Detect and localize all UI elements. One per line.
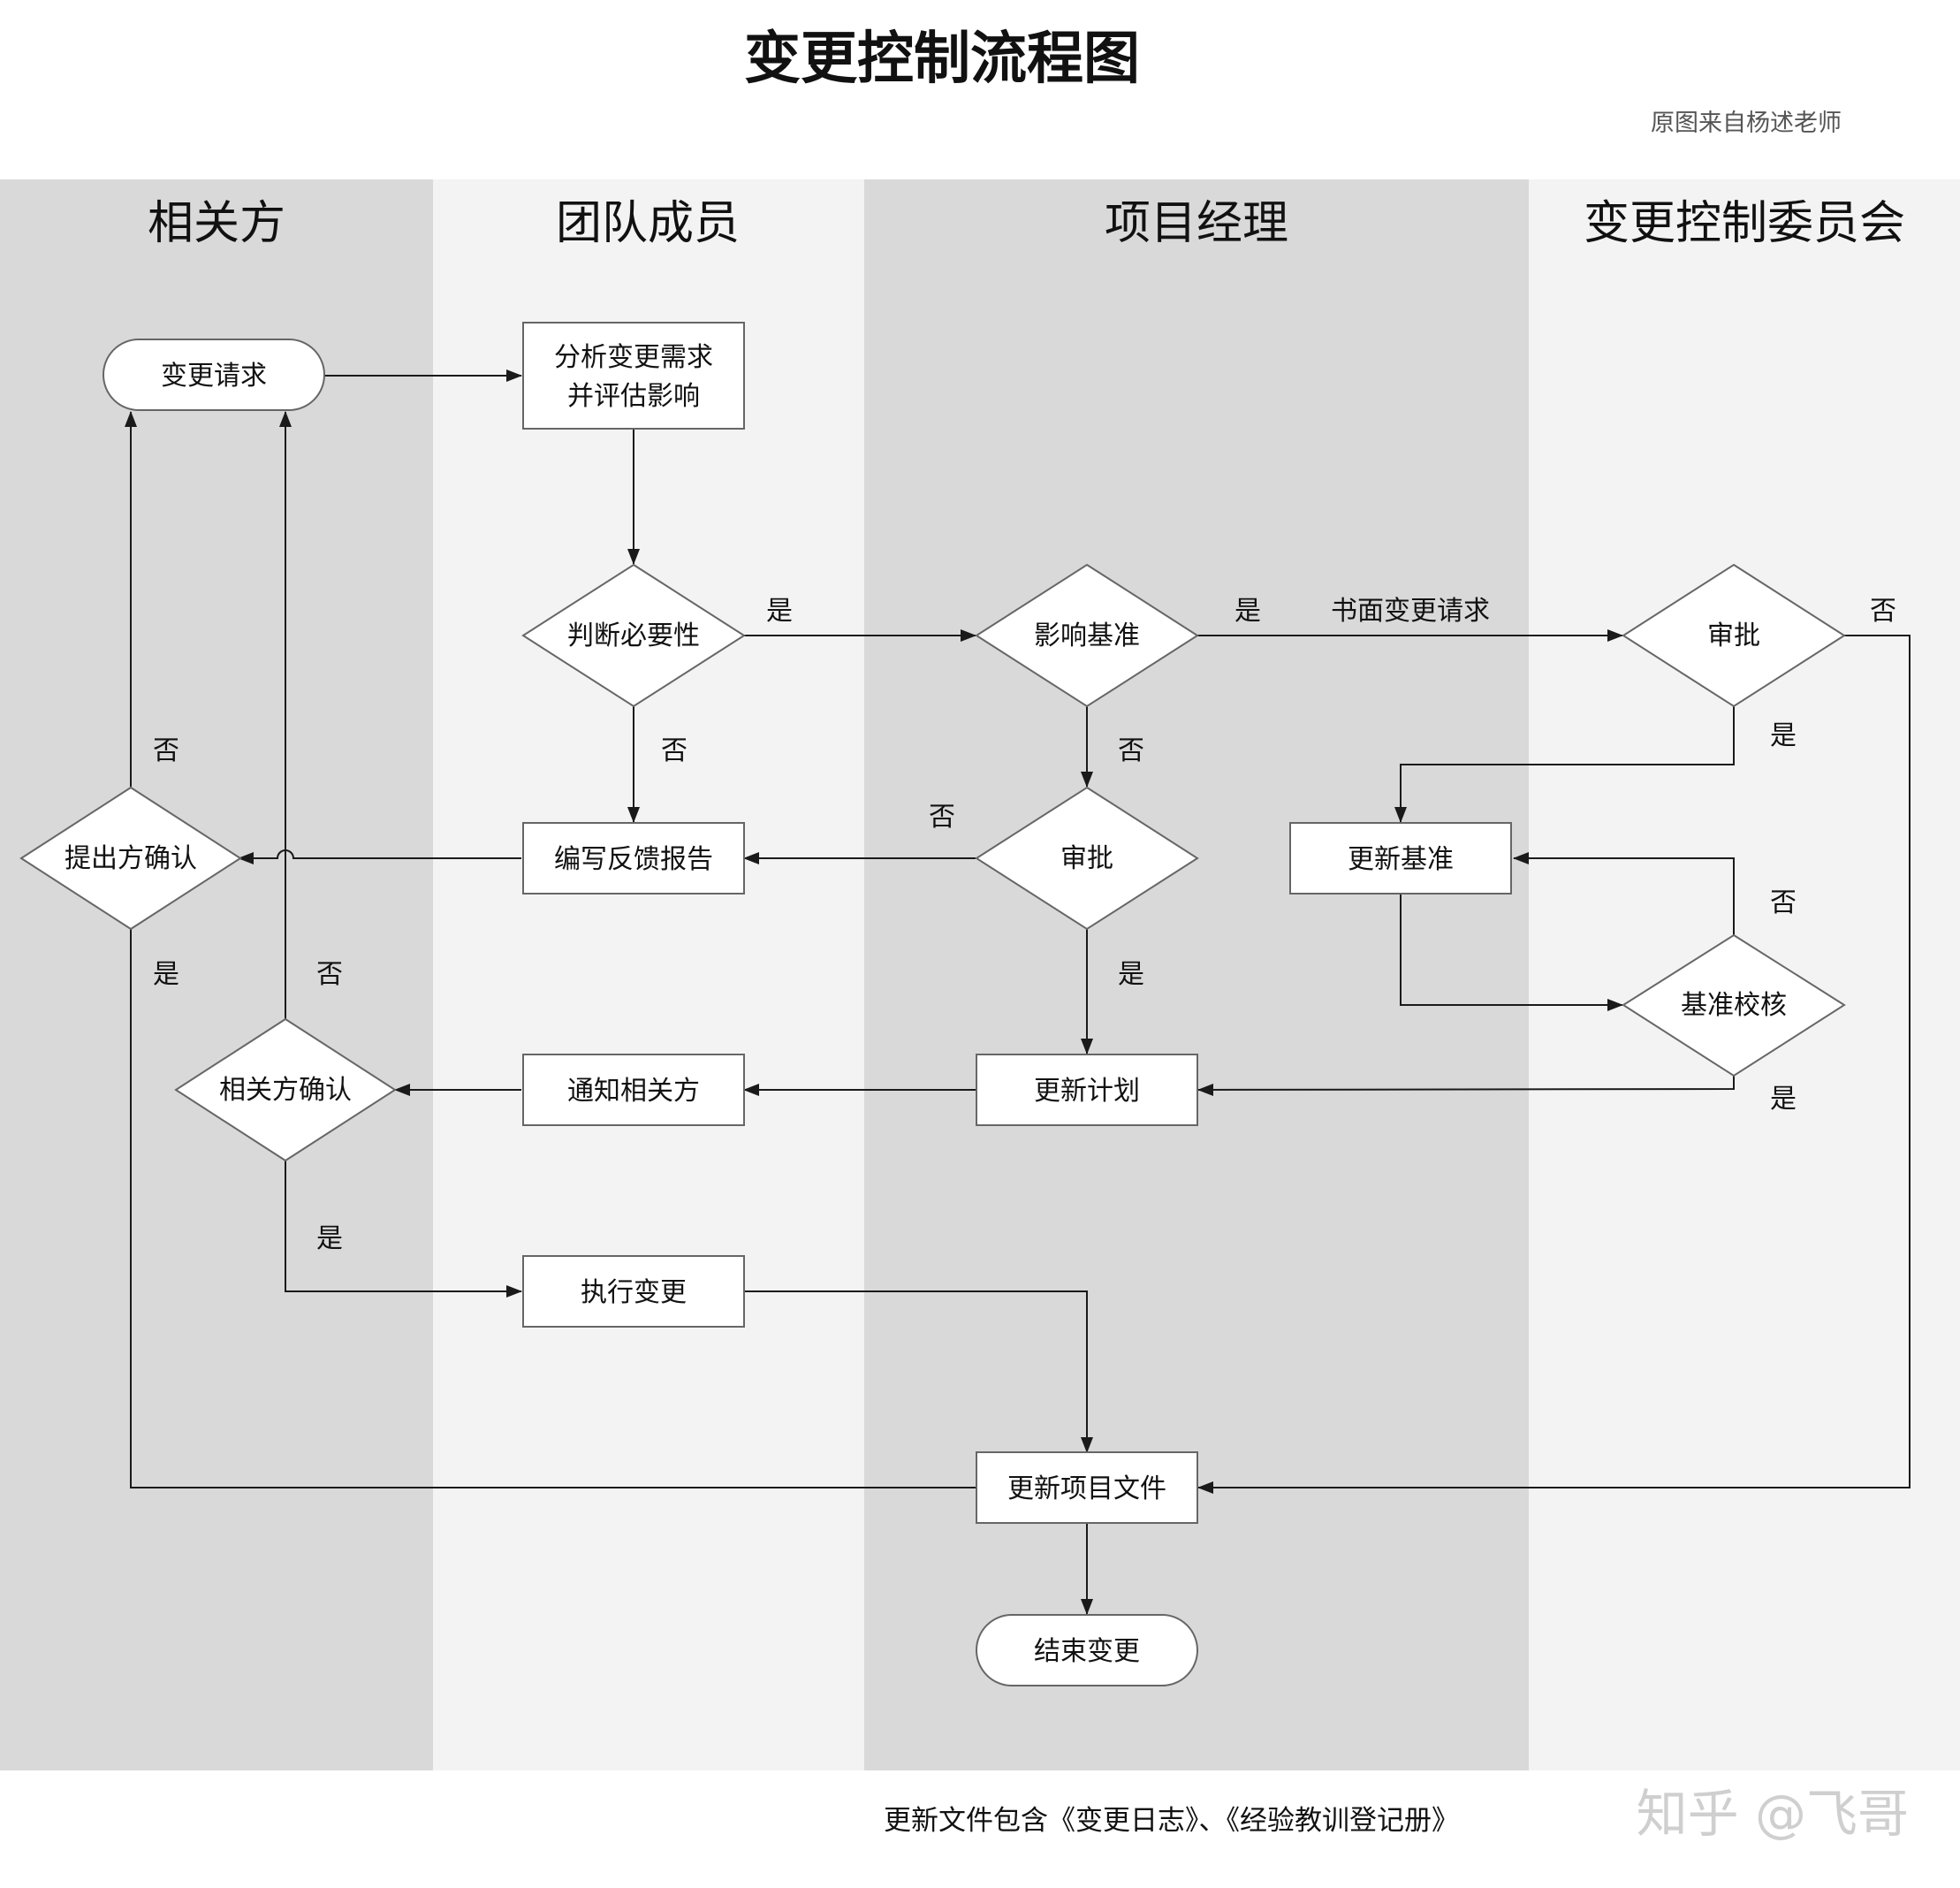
edge-check-yes-to-plan — [1197, 1076, 1735, 1096]
node-label-line2: 并评估影响 — [567, 381, 700, 412]
process-shape — [976, 1054, 1198, 1126]
node-label: 基准校核 — [1681, 990, 1787, 1021]
node-pm-approve: 审批 — [975, 786, 1199, 931]
process-shape — [522, 822, 745, 895]
label-impact-no: 否 — [1118, 735, 1144, 766]
label-written-request: 书面变更请求 — [1331, 596, 1490, 627]
node-analyze: 分析变更需求 并评估影响 — [522, 322, 745, 430]
lane-stakeholder-bg — [0, 179, 433, 1770]
decision-shape — [1622, 563, 1846, 708]
node-stakeholder-confirm: 相关方确认 — [174, 1017, 397, 1162]
decision-shape — [174, 1017, 397, 1162]
label-proposer-yes: 是 — [153, 959, 179, 990]
node-label: 判断必要性 — [567, 620, 700, 651]
edge-ccb-yes-to-baseline — [1394, 706, 1735, 823]
node-label: 更新计划 — [1034, 1076, 1140, 1107]
process-shape — [522, 1054, 745, 1126]
node-label: 影响基准 — [1034, 620, 1140, 651]
edge-baseline-to-check — [1400, 894, 1623, 1011]
page-title: 变更控制流程图 — [744, 27, 1140, 92]
node-label: 更新基准 — [1348, 844, 1454, 875]
node-execute-change: 执行变更 — [522, 1255, 745, 1328]
lane-title-pm: 项目经理 — [1105, 197, 1288, 250]
node-label: 执行变更 — [581, 1277, 687, 1308]
edge-execute-to-docs — [744, 1290, 1093, 1453]
node-label: 提出方确认 — [65, 843, 197, 874]
edges — [125, 369, 1911, 1615]
node-label-line1: 分析变更需求 — [554, 342, 713, 373]
node-ccb-approve: 审批 — [1622, 563, 1846, 708]
node-impact-baseline: 影响基准 — [975, 563, 1199, 708]
lane-team-bg — [433, 179, 864, 1770]
label-approve-yes: 是 — [1118, 959, 1144, 990]
node-label: 变更请求 — [161, 361, 267, 392]
node-update-plan: 更新计划 — [976, 1054, 1198, 1126]
decision-shape — [975, 786, 1199, 931]
terminator-shape — [103, 339, 325, 411]
label-impact-yes: 是 — [1234, 596, 1261, 627]
footer-note: 更新文件包含《变更日志》、《经验教训登记册》 — [884, 1805, 1459, 1837]
node-label: 审批 — [1707, 620, 1760, 651]
label-check-yes: 是 — [1770, 1084, 1797, 1115]
lane-title-stakeholder: 相关方 — [148, 197, 285, 250]
lane-pm-bg — [864, 179, 1529, 1770]
node-proposer-confirm: 提出方确认 — [19, 786, 242, 931]
node-update-docs: 更新项目文件 — [976, 1451, 1198, 1524]
node-write-feedback: 编写反馈报告 — [522, 822, 745, 895]
process-shape — [522, 322, 745, 430]
label-judge-yes: 是 — [766, 596, 793, 627]
node-judge-necessity: 判断必要性 — [521, 563, 746, 708]
label-approve-no: 否 — [929, 802, 955, 833]
node-label: 审批 — [1060, 843, 1113, 874]
edge-confirm-yes-to-execute — [285, 1161, 522, 1298]
node-update-baseline: 更新基准 — [1289, 822, 1512, 895]
process-shape — [976, 1451, 1198, 1524]
label-proposer-no: 否 — [153, 735, 179, 766]
lane-title-ccb: 变更控制委员会 — [1584, 197, 1905, 250]
lane-title-team: 团队成员 — [556, 197, 740, 250]
edge-proposer-yes-to-docs — [130, 929, 976, 1488]
node-label: 相关方确认 — [219, 1075, 352, 1106]
label-judge-no: 否 — [661, 735, 688, 766]
decision-shape — [521, 563, 746, 708]
label-ccb-no: 否 — [1870, 596, 1896, 627]
node-change-request: 变更请求 — [103, 339, 325, 411]
decision-shape — [1622, 933, 1846, 1077]
watermark: 知乎 @飞哥 — [1637, 1784, 1909, 1844]
decision-shape — [19, 786, 242, 931]
label-confirm-yes: 是 — [316, 1223, 343, 1254]
node-label: 通知相关方 — [567, 1076, 700, 1107]
node-notify-stakeholders: 通知相关方 — [522, 1054, 745, 1126]
node-label: 结束变更 — [1034, 1636, 1140, 1667]
process-shape — [1289, 822, 1512, 895]
label-confirm-no: 否 — [316, 959, 343, 990]
label-ccb-yes: 是 — [1770, 720, 1797, 751]
process-shape — [522, 1255, 745, 1328]
node-label: 编写反馈报告 — [554, 844, 713, 875]
edge-ccb-no-to-docs — [1197, 635, 1911, 1494]
node-baseline-check: 基准校核 — [1622, 933, 1846, 1077]
node-label: 更新项目文件 — [1007, 1473, 1166, 1504]
credit-text: 原图来自杨述老师 — [1651, 110, 1842, 137]
edge-check-no-to-baseline — [1513, 852, 1735, 935]
node-end-change: 结束变更 — [976, 1614, 1198, 1686]
terminator-shape — [976, 1614, 1198, 1686]
decision-shape — [975, 563, 1199, 708]
label-check-no: 否 — [1770, 887, 1797, 918]
